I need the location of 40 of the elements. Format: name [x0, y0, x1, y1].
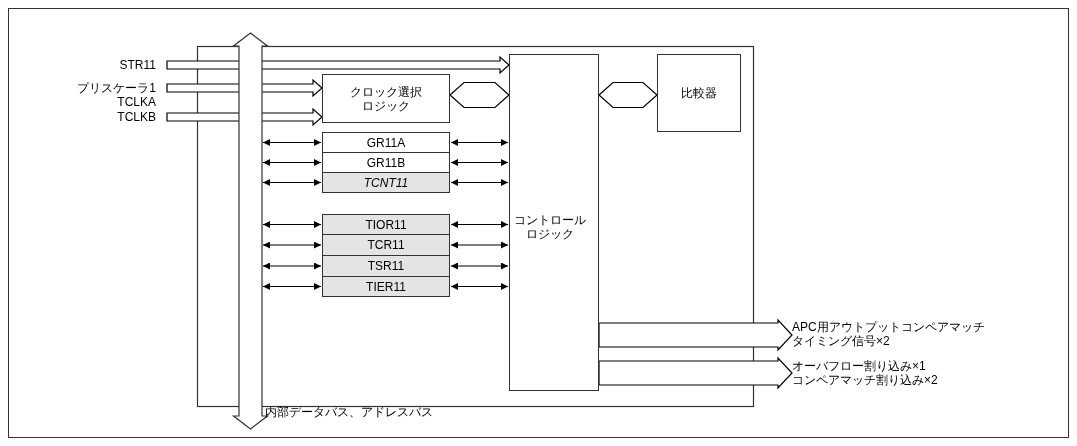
output-signal-label: オーバフロー割り込み×1	[792, 359, 927, 373]
signal-label: STR11	[60, 58, 156, 72]
arrow	[450, 262, 509, 270]
bus-arrow	[166, 78, 323, 98]
signal-label: TCLKA	[116, 95, 156, 109]
arrow	[450, 139, 509, 146]
arrow	[262, 241, 322, 249]
arrow	[262, 139, 322, 146]
bus-arrow	[166, 55, 510, 75]
bus-band	[233, 33, 268, 429]
arrow	[450, 241, 509, 249]
register-box: TCR11	[322, 234, 450, 256]
register-box: GR11A	[322, 132, 450, 153]
bus-arrow	[449, 81, 510, 109]
signal-label: プリスケーラ1	[40, 81, 156, 95]
bus-arrow	[166, 107, 323, 127]
bus-label: 内部データバス、アドレスバス	[265, 405, 433, 419]
arrow	[262, 221, 322, 228]
register-box: TSR11	[322, 255, 450, 277]
bus-arrow	[598, 356, 793, 390]
arrow	[450, 221, 509, 228]
control-logic-box: コントロールロジック	[509, 54, 599, 391]
bus-arrow	[598, 81, 658, 109]
register-box: GR11B	[322, 152, 450, 173]
bus-arrow	[598, 318, 793, 352]
arrow	[262, 262, 322, 270]
arrow	[450, 179, 509, 186]
clock-select-box: クロック選択ロジック	[322, 74, 450, 123]
output-signal-label: APC用アウトプットコンペアマッチタイミング信号×2	[792, 320, 996, 348]
arrow	[450, 283, 509, 290]
arrow	[262, 159, 322, 166]
output-signal-label: コンペアマッチ割り込み×2	[792, 373, 939, 387]
register-box: TIOR11	[322, 214, 450, 235]
arrow	[262, 283, 322, 290]
comparator-box: 比較器	[657, 54, 741, 132]
signal-label: TCLKB	[60, 110, 156, 124]
register-box: TIER11	[322, 276, 450, 297]
arrow	[262, 179, 322, 186]
register-box: TCNT11	[322, 172, 450, 193]
arrow	[450, 159, 509, 166]
